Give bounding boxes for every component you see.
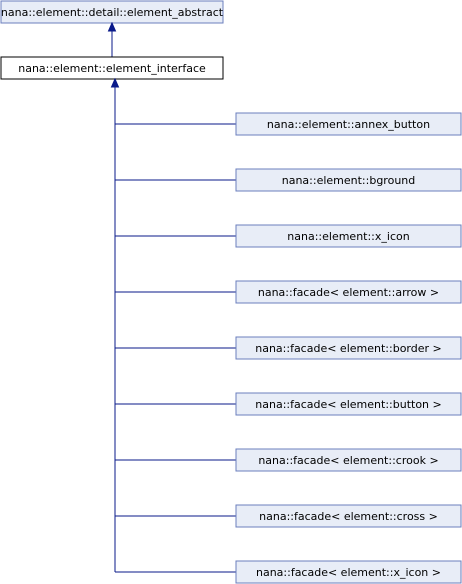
current-class-node[interactable]: nana::element::element_interface xyxy=(0,56,224,80)
derived-class-box xyxy=(235,280,462,304)
base-class-label: nana::element::detail::element_abstract xyxy=(1,6,224,19)
derived-class-node[interactable]: nana::facade< element::crook > xyxy=(115,448,462,472)
derived-class-node[interactable]: nana::facade< element::x_icon > xyxy=(115,560,462,584)
derived-class-node[interactable]: nana::facade< element::border > xyxy=(115,336,462,360)
derived-class-label: nana::element::bground xyxy=(282,174,416,187)
derived-class-label: nana::element::annex_button xyxy=(267,118,430,131)
derived-class-box xyxy=(235,560,462,584)
derived-class-node[interactable]: nana::element::annex_button xyxy=(115,112,462,136)
derived-class-node[interactable]: nana::facade< element::arrow > xyxy=(115,280,462,304)
derived-class-box xyxy=(235,504,462,528)
base-class-node[interactable]: nana::element::detail::element_abstract xyxy=(0,0,224,24)
derived-class-label: nana::facade< element::button > xyxy=(255,398,441,411)
derived-class-box xyxy=(235,448,462,472)
inheritance-trunk xyxy=(110,77,120,572)
derived-class-node[interactable]: nana::element::bground xyxy=(115,168,462,192)
current-class-label: nana::element::element_interface xyxy=(18,62,206,75)
derived-class-label: nana::facade< element::crook > xyxy=(258,454,438,467)
derived-class-box xyxy=(235,392,462,416)
derived-class-box xyxy=(235,168,462,192)
inheritance-edge-base xyxy=(107,21,117,57)
derived-class-label: nana::element::x_icon xyxy=(287,230,409,243)
derived-class-node[interactable]: nana::element::x_icon xyxy=(115,224,462,248)
derived-class-label: nana::facade< element::x_icon > xyxy=(256,566,441,579)
derived-class-box xyxy=(235,224,462,248)
derived-class-node[interactable]: nana::facade< element::cross > xyxy=(115,504,462,528)
derived-class-list: nana::element::annex_buttonnana::element… xyxy=(115,112,462,584)
derived-class-label: nana::facade< element::arrow > xyxy=(258,286,439,299)
derived-class-box xyxy=(235,336,462,360)
derived-class-label: nana::facade< element::border > xyxy=(255,342,442,355)
derived-class-box xyxy=(235,112,462,136)
derived-class-node[interactable]: nana::facade< element::button > xyxy=(115,392,462,416)
derived-class-label: nana::facade< element::cross > xyxy=(259,510,438,523)
